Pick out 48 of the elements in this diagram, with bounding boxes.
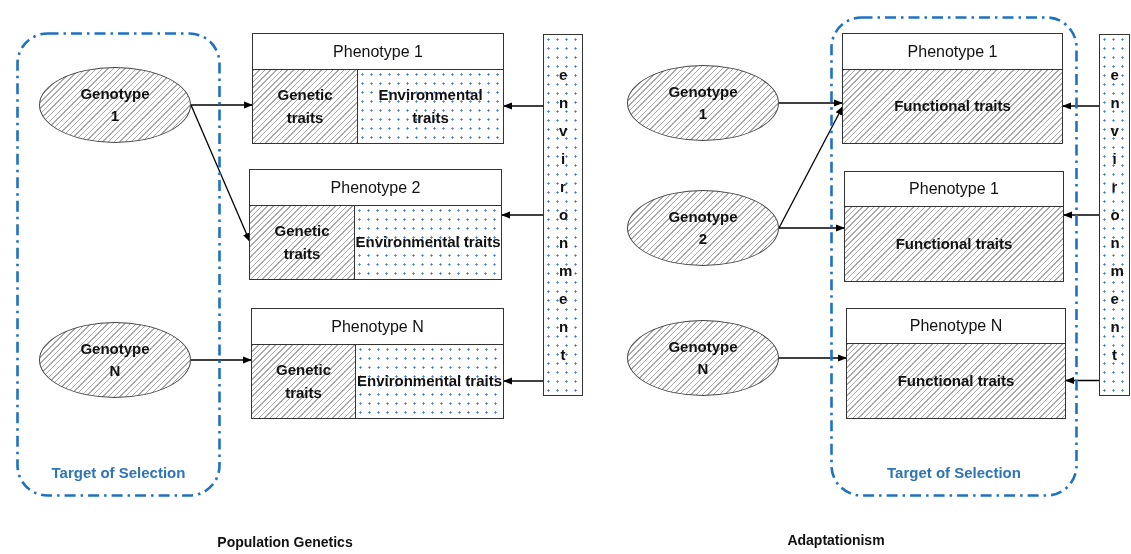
- trait-cell: [250, 205, 355, 279]
- arrow: [190, 104, 251, 243]
- trait-cell: [845, 206, 1063, 281]
- genotype-label: Genotype N: [667, 336, 739, 379]
- trait-label: Genetic traits: [275, 360, 332, 403]
- trait-label: Functional traits: [895, 233, 1013, 254]
- genotype-label: Genotype N: [79, 338, 151, 381]
- arrow: [500, 211, 544, 219]
- arrow: [1062, 211, 1100, 219]
- arrow: [778, 105, 844, 229]
- genotype-label: Genotype 1: [79, 83, 151, 126]
- arrow: [778, 354, 848, 362]
- phenotype-box: [250, 170, 501, 279]
- trait-label: Genetic traits: [276, 85, 334, 128]
- trait-label: Functional traits: [894, 96, 1011, 117]
- arrow: [778, 224, 846, 232]
- trait-label: Environmental traits: [356, 371, 502, 392]
- phenotype-title: Phenotype 1: [909, 180, 999, 198]
- environment-column: [543, 34, 583, 396]
- trait-label: Functional traits: [897, 370, 1015, 391]
- arrow: [190, 101, 254, 109]
- panel-caption: Adaptationism: [786, 532, 886, 548]
- phenotype-title: Phenotype 1: [907, 42, 998, 61]
- arrow: [502, 102, 544, 110]
- phenotype-title: Phenotype N: [909, 317, 1003, 335]
- arrow: [1064, 376, 1100, 385]
- selection-target-boundary: [830, 16, 1078, 497]
- arrow: [778, 99, 844, 107]
- genotype-label: Genotype 1: [667, 81, 739, 124]
- boundary-label: Target of Selection: [50, 464, 187, 481]
- arrow: [190, 356, 253, 364]
- trait-cell: [843, 69, 1062, 143]
- boundary-label: Target of Selection: [886, 464, 1022, 481]
- panel-caption: Population Genetics: [216, 534, 354, 550]
- trait-label: Environmental traits: [377, 85, 484, 128]
- trait-label: Genetic traits: [273, 221, 331, 264]
- environment-column: [1099, 34, 1130, 396]
- arrow: [1061, 102, 1100, 110]
- trait-label: Environmental traits: [355, 232, 501, 253]
- phenotype-title: Phenotype 2: [330, 178, 421, 197]
- arrow: [502, 377, 544, 385]
- trait-cell: [847, 343, 1065, 418]
- trait-cell: [252, 344, 356, 418]
- genotype-label: Genotype 2: [667, 206, 739, 249]
- phenotype-title: Phenotype N: [331, 317, 424, 336]
- phenotype-title: Phenotype 1: [333, 42, 423, 61]
- trait-cell: [253, 69, 358, 143]
- selection-target-boundary: [16, 32, 221, 497]
